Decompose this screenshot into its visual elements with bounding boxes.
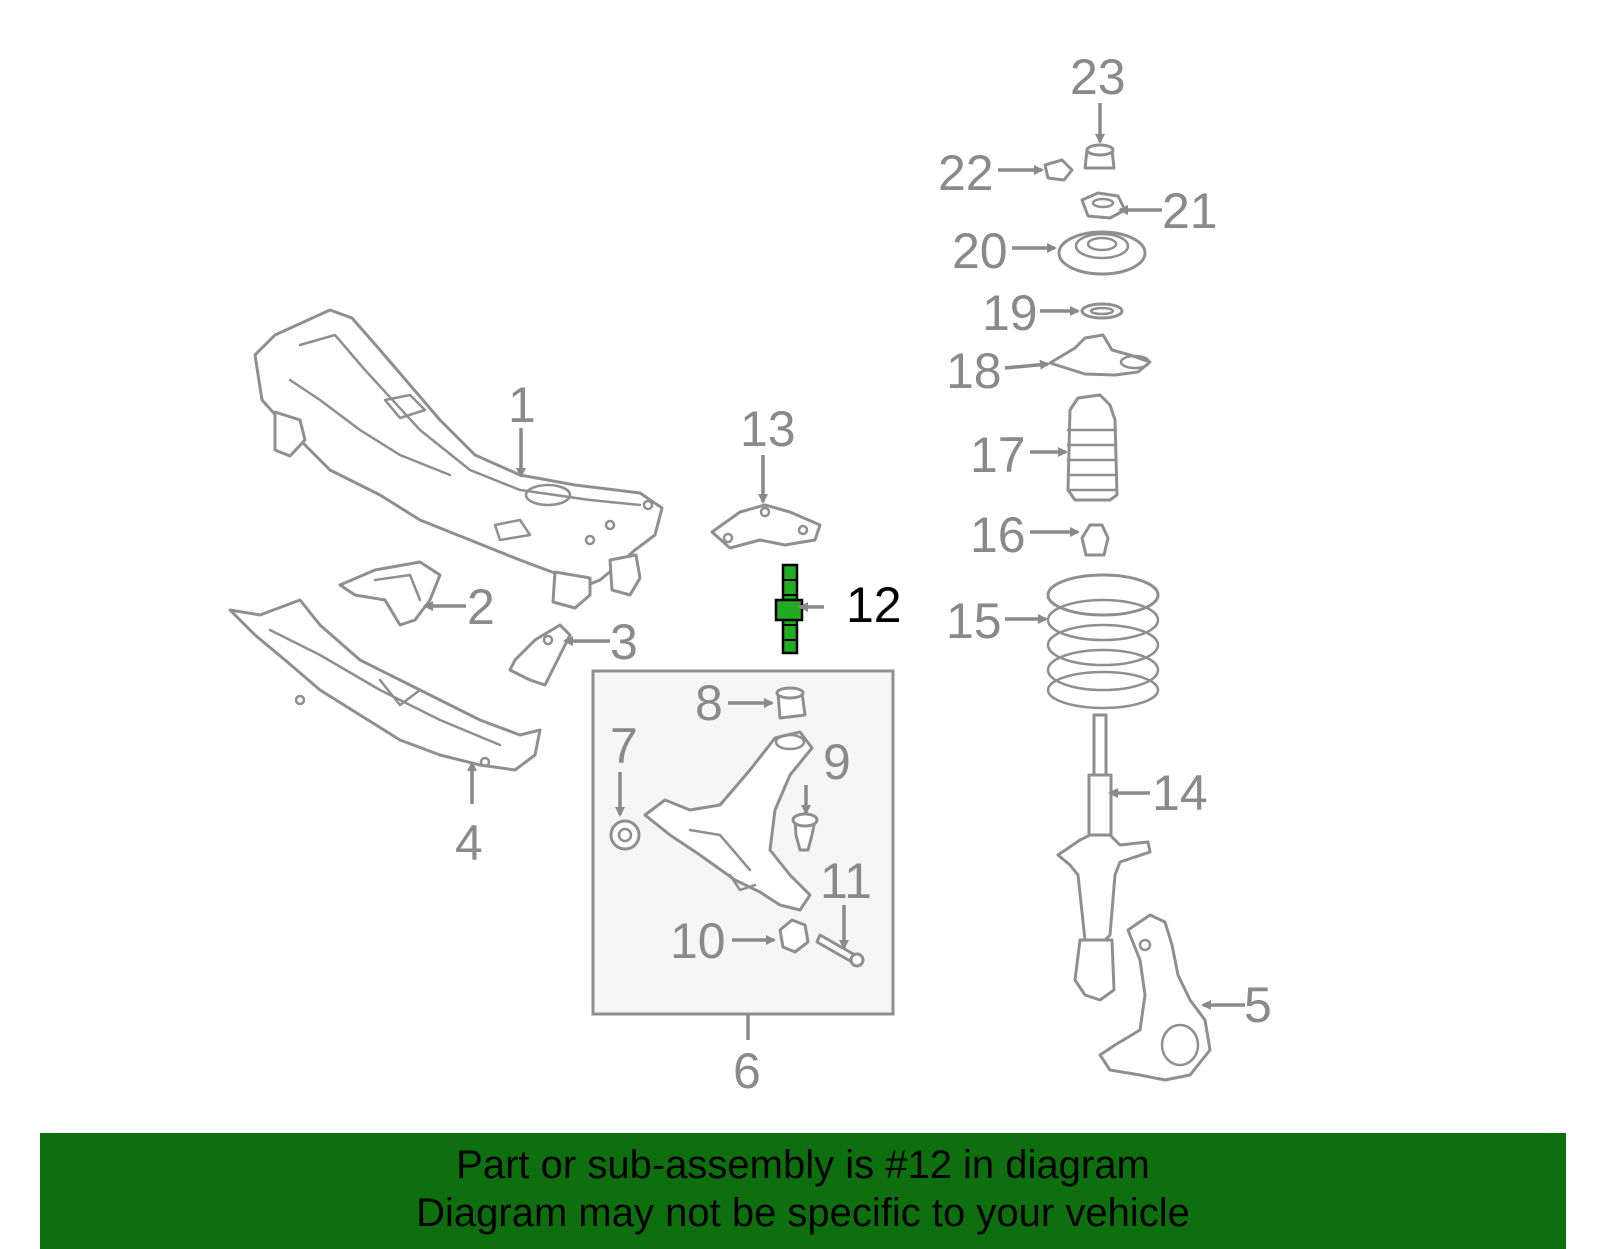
strut-part-14 [1056, 713, 1152, 1002]
bump-stop-part-16 [1080, 523, 1110, 557]
callout-16: 16 [970, 507, 1026, 563]
knuckle-part-5 [1098, 913, 1212, 1082]
bracket-part-2 [338, 560, 442, 627]
control-arm-part [643, 730, 814, 912]
callout-23: 23 [1070, 49, 1126, 105]
callout-8: 8 [695, 675, 723, 731]
callout-14: 14 [1152, 765, 1208, 821]
callout-6: 6 [733, 1043, 761, 1099]
crossmember-part [253, 308, 664, 610]
callout-2: 2 [467, 579, 495, 635]
callout-13: 13 [740, 401, 796, 457]
callout-21: 21 [1162, 183, 1218, 239]
strut-nut-part-21 [1080, 191, 1127, 220]
washer-part-19 [1080, 302, 1124, 320]
mount-part-20 [1057, 230, 1147, 276]
callout-19: 19 [982, 285, 1038, 341]
boot-part-17 [1066, 393, 1119, 502]
lower-support-part [228, 598, 542, 772]
bushing-part-8 [775, 686, 807, 720]
callout-4: 4 [455, 815, 483, 871]
callout-1: 1 [508, 377, 536, 433]
nut-part-10 [778, 918, 810, 954]
callout-17: 17 [970, 427, 1026, 483]
seat-part-18 [1048, 333, 1152, 377]
callout-22: 22 [938, 145, 994, 201]
strut-nut-part-22 [1043, 158, 1074, 182]
callout-11: 11 [820, 853, 872, 909]
callout-7: 7 [610, 718, 638, 774]
plate-part [710, 503, 822, 550]
callout-12: 12 [846, 577, 902, 633]
callout-10: 10 [670, 913, 726, 969]
callout-18: 18 [946, 343, 1002, 399]
highlighted-part-12 [774, 563, 804, 655]
leader-lines [423, 103, 1245, 1040]
banner-line-2: Diagram may not be specific to your vehi… [416, 1191, 1190, 1235]
callout-5: 5 [1244, 977, 1272, 1033]
strut-cap-part-23 [1083, 143, 1116, 170]
info-banner: Part or sub-assembly is #12 in diagram D… [40, 1133, 1566, 1249]
callout-3: 3 [610, 614, 638, 670]
banner-line-1: Part or sub-assembly is #12 in diagram [456, 1143, 1150, 1187]
bushing-part-7 [609, 819, 641, 851]
callout-9: 9 [823, 734, 851, 790]
callout-15: 15 [946, 593, 1002, 649]
callout-20: 20 [952, 223, 1008, 279]
bracket-part-3 [508, 623, 572, 687]
ball-joint-part [791, 812, 819, 852]
coil-spring-part-15 [1046, 573, 1160, 710]
